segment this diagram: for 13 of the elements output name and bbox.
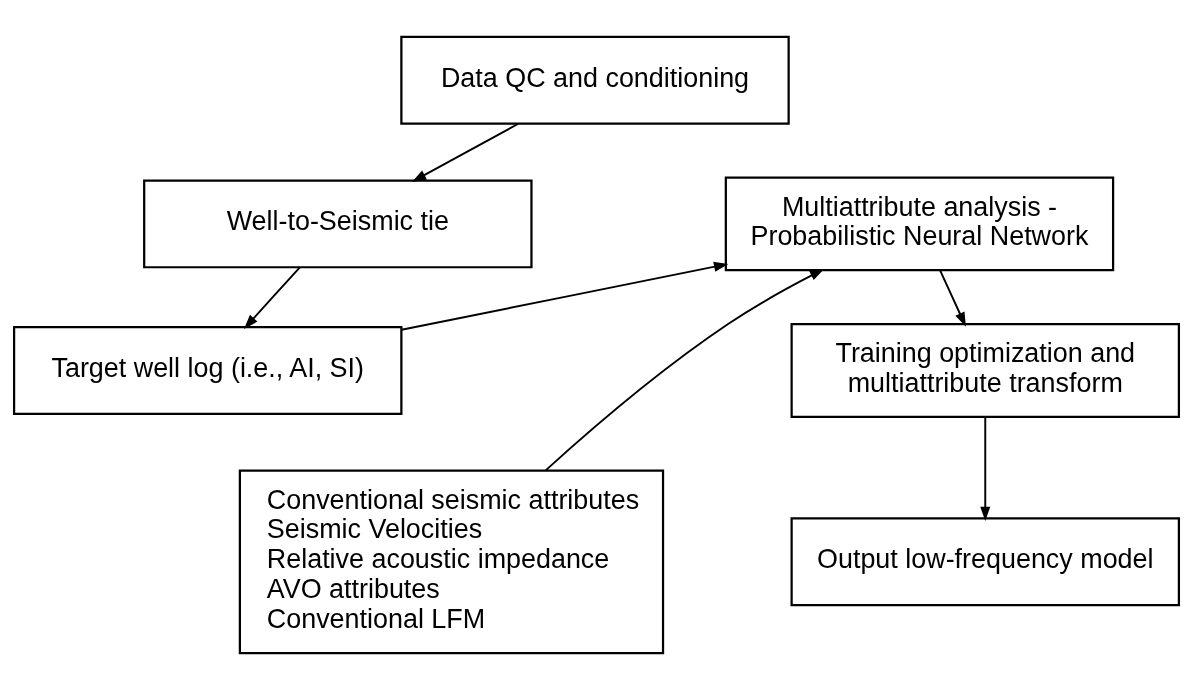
- node-box: Training optimization and multiattribute transform: [790, 322, 1180, 418]
- node-box: Data QC and conditioning: [400, 35, 790, 125]
- node-box: Multiattribute analysis - Probabilistic Neural Network: [724, 176, 1115, 272]
- arrow: [400, 261, 729, 331]
- node-box: Target well log (i.e., AI, SI): [13, 325, 403, 415]
- node-box: Output low-frequency model: [790, 517, 1180, 607]
- node-box: Well-to-Seismic tie: [143, 179, 533, 269]
- arrow: [244, 266, 301, 329]
- arrow: [544, 269, 825, 472]
- arrow: [980, 416, 991, 522]
- arrow: [411, 123, 519, 182]
- node-box: Conventional seismic attributes Seismic Velocities Relative acoustic impedance AVO attributes Conventional LFM: [238, 469, 665, 655]
- arrow: [939, 269, 966, 327]
